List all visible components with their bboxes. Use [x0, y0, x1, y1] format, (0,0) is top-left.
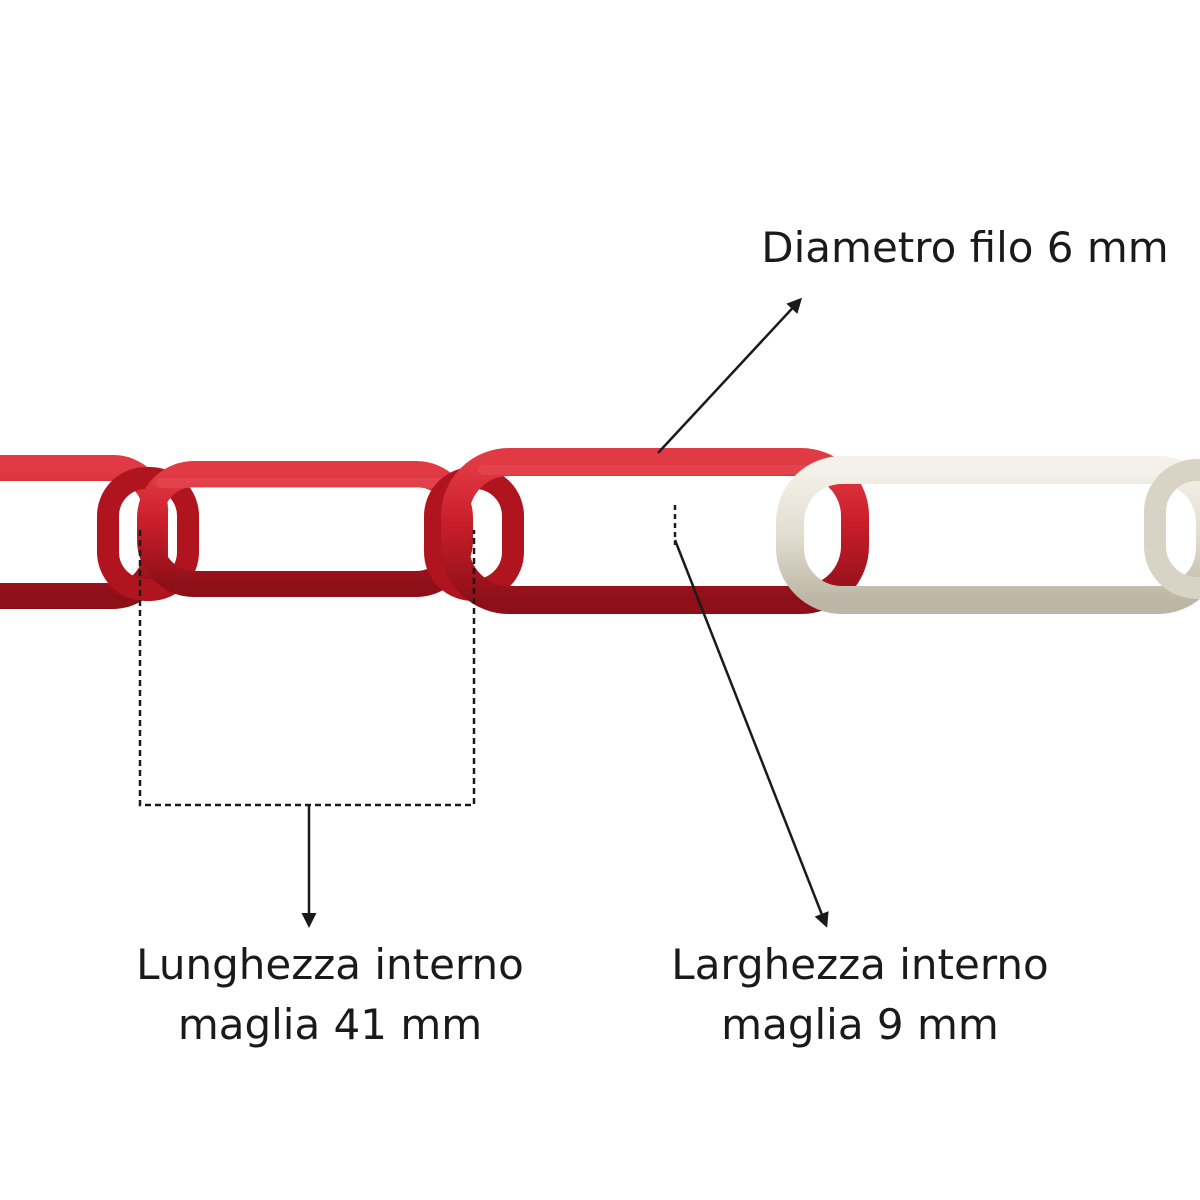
inner-length-line2: maglia 41 mm: [177, 1000, 483, 1049]
inner-length-bracket: [138, 530, 476, 928]
inner-length-label: Lunghezza interno maglia 41 mm: [110, 935, 550, 1055]
chain-link-white-1: [776, 456, 1200, 614]
chain-link-red-2: [97, 467, 199, 601]
wire-diameter-text: Diametro filo 6 mm: [761, 223, 1169, 272]
wire-diameter-arrow: [657, 297, 803, 454]
inner-width-marker: [673, 505, 829, 928]
inner-length-line1: Lunghezza interno: [136, 940, 524, 989]
inner-width-line1: Larghezza interno: [671, 940, 1049, 989]
inner-width-label: Larghezza interno maglia 9 mm: [640, 935, 1080, 1055]
chain-link-red-5: [441, 448, 869, 614]
chain-link-white-2-partial: [1144, 459, 1200, 599]
wire-diameter-label: Diametro filo 6 mm: [760, 218, 1170, 278]
inner-width-line2: maglia 9 mm: [721, 1000, 999, 1049]
